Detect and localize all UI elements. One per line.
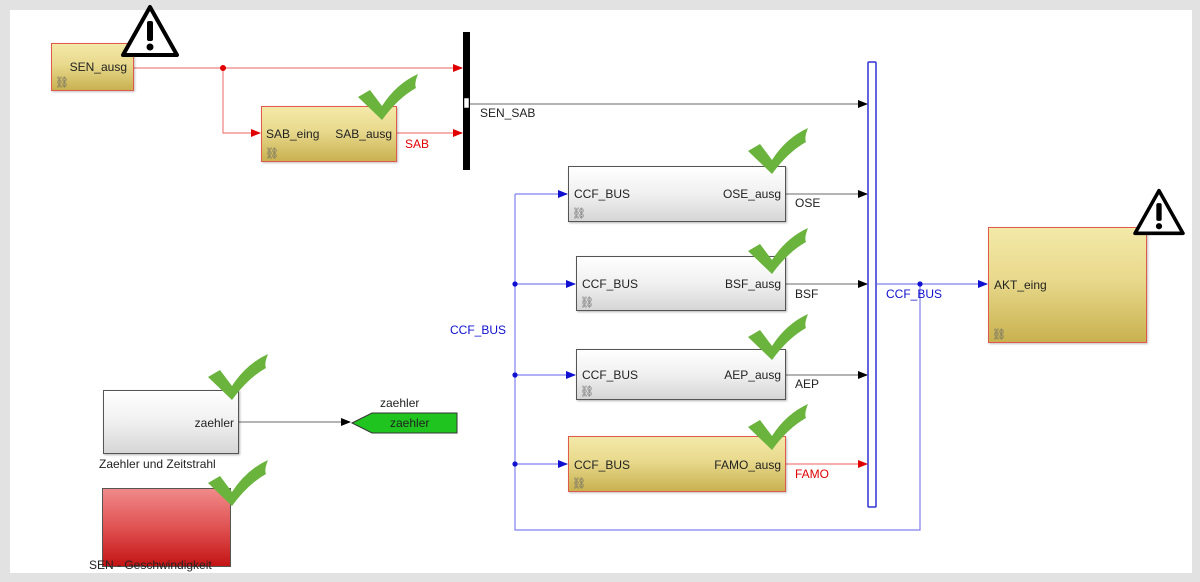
sen-geschwindigkeit-block[interactable] — [102, 488, 231, 567]
sen-geschwindigkeit-caption: SEN - Geschwindigkeit — [89, 558, 212, 572]
famo-out-port: FAMO_ausg — [714, 458, 781, 472]
checkmark-icon — [208, 460, 268, 506]
bsf-out-port: BSF_ausg — [724, 277, 781, 291]
signal-label-sen-sab: SEN_SAB — [480, 106, 536, 120]
aep-block[interactable]: CCF_BUS AEP_ausg ⛓ — [576, 349, 786, 400]
sab-out-port: SAB_ausg — [335, 127, 392, 141]
red-signal-lines — [134, 64, 868, 468]
signal-label-bsf: BSF — [795, 287, 819, 301]
wire-sen-to-sab — [222, 68, 261, 137]
sab-in-port: SAB_eing — [266, 127, 320, 141]
zaehler-block[interactable]: zaehler — [103, 390, 239, 454]
aep-in-port: CCF_BUS — [582, 368, 639, 382]
checkmark-icon — [358, 74, 418, 120]
bsf-in-port: CCF_BUS — [582, 277, 639, 291]
zaehler-caption: Zaehler und Zeitstrahl — [99, 457, 216, 471]
aep-out-port: AEP_ausg — [724, 368, 781, 382]
zaehler-out-port: zaehler — [194, 416, 234, 430]
checkmark-icon — [748, 228, 808, 274]
link-icon: ⛓ — [580, 386, 594, 398]
signal-label-famo: FAMO — [795, 467, 830, 481]
ose-in-port: CCF_BUS — [574, 187, 631, 201]
ose-out-port: OSE_ausg — [722, 187, 781, 201]
warning-icon — [121, 5, 179, 57]
sen-ausg-block[interactable]: SEN_ausg ⛓ — [51, 43, 134, 91]
link-icon: ⛓ — [580, 297, 594, 309]
bsf-block[interactable]: CCF_BUS BSF_ausg ⛓ — [576, 256, 786, 311]
bus-creator-bar — [867, 61, 877, 508]
signal-label-aep: AEP — [795, 377, 820, 391]
akt-block[interactable]: AKT_eing ⛓ — [988, 227, 1147, 343]
signal-label-sab: SAB — [405, 137, 430, 151]
checkmark-icon — [748, 404, 808, 450]
checkmark-icon — [748, 128, 808, 174]
blue-bus-lines — [514, 190, 988, 531]
akt-in-port: AKT_eing — [994, 278, 1047, 292]
goto-tag-shape — [350, 412, 458, 434]
bus-junctions — [512, 281, 923, 467]
signal-label-ccf-bus-right: CCF_BUS — [886, 287, 943, 301]
link-icon: ⛓ — [265, 148, 279, 160]
checkmark-icon — [208, 354, 268, 400]
famo-in-port: CCF_BUS — [574, 458, 631, 472]
signal-label-ccf-bus-left: CCF_BUS — [450, 323, 507, 337]
sen-ausg-port: SEN_ausg — [69, 60, 127, 74]
link-icon: ⛓ — [572, 478, 586, 490]
warning-icon — [1133, 188, 1185, 236]
famo-block[interactable]: CCF_BUS FAMO_ausg ⛓ — [568, 436, 786, 492]
junction-red — [220, 65, 226, 71]
signal-label-ose: OSE — [795, 196, 821, 210]
goto-tag-text[interactable]: zaehler — [390, 416, 430, 430]
link-icon: ⛓ — [992, 329, 1006, 341]
link-icon: ⛓ — [55, 77, 69, 89]
sab-block[interactable]: SAB_eing SAB_ausg ⛓ — [261, 106, 397, 162]
checkmark-icon — [748, 314, 808, 360]
ose-block[interactable]: CCF_BUS OSE_ausg ⛓ — [568, 166, 786, 222]
link-icon: ⛓ — [572, 208, 586, 220]
black-signal-lines — [239, 100, 868, 426]
goto-tag-label: zaehler — [380, 396, 420, 410]
